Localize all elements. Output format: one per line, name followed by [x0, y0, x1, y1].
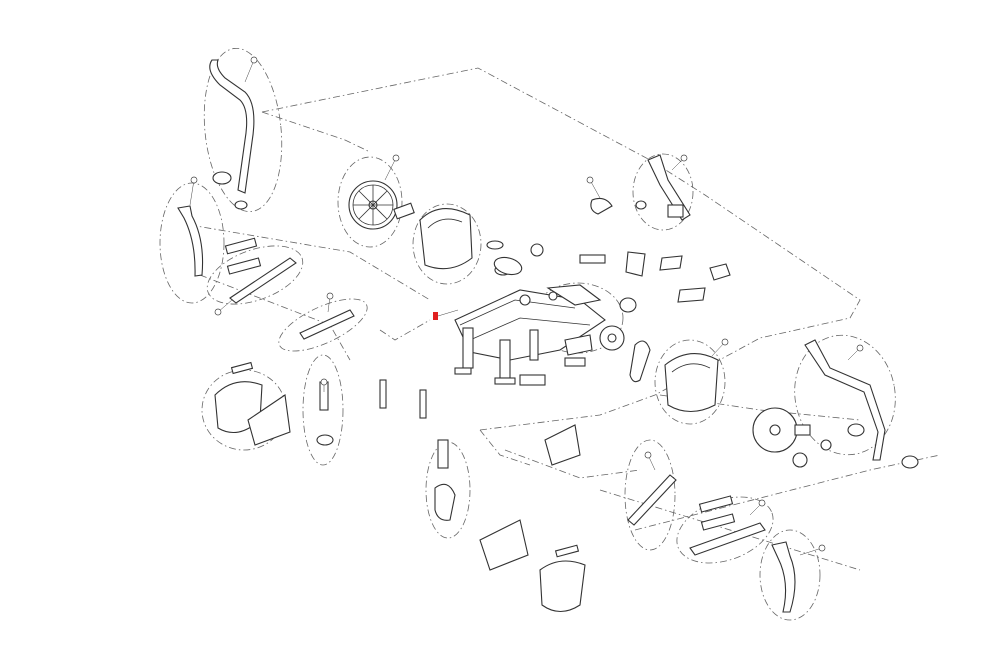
pedal-arm-right	[627, 474, 796, 613]
main-frame	[454, 284, 606, 385]
lower-center-covers	[434, 424, 586, 613]
crank-disc-right	[752, 407, 832, 468]
handlebar-arm-left	[209, 59, 255, 210]
flywheel	[348, 180, 415, 230]
central-small-parts	[519, 254, 606, 386]
handlebar-arm-right	[804, 339, 919, 469]
drive-belt	[493, 243, 651, 383]
seat-post	[590, 154, 731, 303]
lower-left-covers	[214, 361, 427, 446]
highlighted-part-marker[interactable]	[433, 309, 459, 320]
side-shroud-right	[664, 353, 719, 413]
callout-bubbles	[190, 56, 864, 552]
pedal-arm-left	[177, 205, 355, 340]
